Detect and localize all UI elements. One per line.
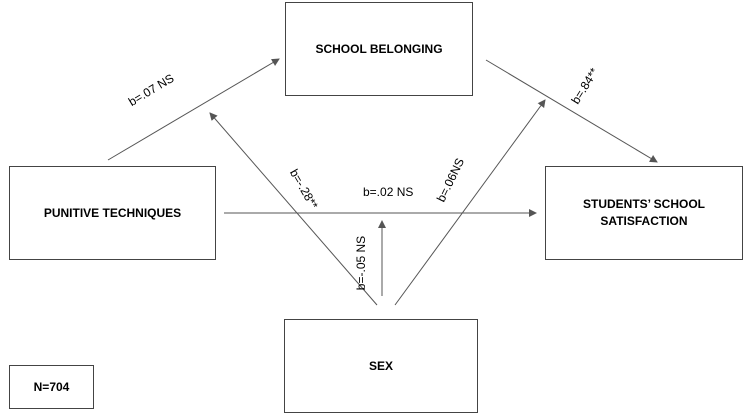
punitive-techniques-box: PUNITIVE TECHNIQUES [9, 166, 216, 260]
coef-sex-to-direct-path: b=-.05 NS [354, 235, 369, 291]
arrow-punitive-to-belonging [107, 58, 280, 161]
coef-punitive-to-satisfaction: b=.02 NS [363, 185, 414, 199]
sample-size-label: N=704 [33, 379, 70, 394]
arrow-sex-to-path-a [209, 112, 378, 306]
school-belonging-label: SCHOOL BELONGING [315, 41, 443, 56]
sex-label: SEX [368, 358, 393, 373]
arrow-belonging-to-satisfaction [485, 59, 658, 163]
punitive-techniques-label: PUNITIVE TECHNIQUES [43, 205, 182, 220]
school-belonging-box: SCHOOL BELONGING [285, 2, 473, 96]
arrow-sex-to-path-b [394, 99, 546, 306]
students-satisfaction-label-line1: STUDENTS’ SCHOOL [582, 197, 705, 211]
students-satisfaction-box: STUDENTS’ SCHOOL SATISFACTION [545, 166, 743, 260]
students-satisfaction-label-line2: SATISFACTION [600, 214, 688, 228]
sample-size-box: N=704 [9, 365, 94, 409]
sex-box: SEX [284, 319, 478, 413]
